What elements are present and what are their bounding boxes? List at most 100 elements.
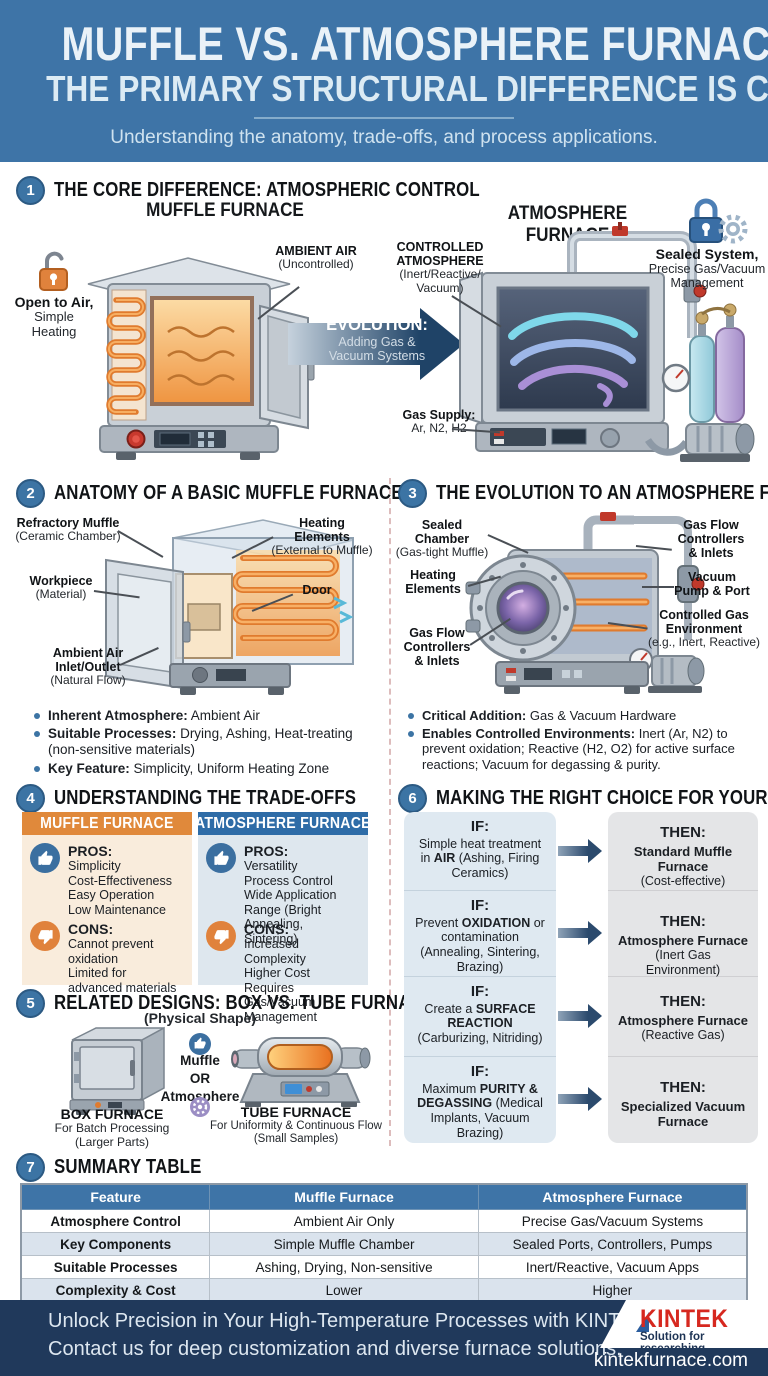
- controlled-gas-label: Controlled Gas Environment (e.g., Inert,…: [646, 608, 762, 650]
- cons-item: Cannot prevent oxidation: [68, 937, 154, 966]
- then-name: Atmosphere Furnace: [617, 932, 749, 948]
- box-furnace-illustration: [69, 1026, 165, 1115]
- section3-bullets: Critical Addition: Gas & Vacuum Hardware…: [408, 708, 760, 772]
- atmosphere-column-header: ATMOSPHERE FURNACE: [195, 812, 371, 835]
- section1-title: THE CORE DIFFERENCE: ATMOSPHERIC CONTROL: [54, 179, 480, 201]
- door-title: Door: [302, 583, 332, 597]
- controlled-atmosphere-title: CONTROLLED ATMOSPHERE: [396, 240, 484, 269]
- cons-item: Requires Gas/Vacuum Management: [244, 980, 317, 1024]
- flow-arrow-icon: [558, 839, 602, 863]
- muffle-column-body: PROS: Simplicity Cost-Effectiveness Easy…: [22, 835, 192, 995]
- vacuum-pump-label: Vacuum Pump & Port: [674, 570, 750, 598]
- mid-line-or: OR: [189, 1071, 211, 1087]
- bullet-text: Suitable Processes: Drying, Ashing, Heat…: [48, 726, 382, 758]
- ambient-air-callout-sub: (Uncontrolled): [278, 257, 354, 272]
- refractory-muffle-sub: (Ceramic Chamber): [15, 529, 121, 544]
- footer-line2: Contact us for deep customization and di…: [48, 1338, 622, 1360]
- then-cell-3: THEN: Atmosphere Furnace (Reactive Gas): [608, 976, 758, 1056]
- heating-elements3-title: Heating Elements: [405, 568, 461, 597]
- open-lock-caption: Open to Air, Simple Heating: [10, 294, 98, 340]
- evolution-sub: Adding Gas & Vacuum Systems: [328, 335, 426, 363]
- pros-label: PROS:: [244, 843, 289, 859]
- workpiece-label: Workpiece (Material): [24, 574, 98, 602]
- flow-arrow-icon: [558, 921, 602, 945]
- kintek-logo: KINTEK: [636, 1305, 736, 1334]
- then-sub: (Cost-effective): [640, 874, 726, 889]
- sealed-chamber-label: Sealed Chamber (Gas-tight Muffle): [394, 518, 490, 560]
- gas-flow-left-title: Gas Flow Controllers & Inlets: [403, 626, 471, 669]
- then-label: THEN:: [660, 824, 706, 841]
- summary-col-atmosphere: Atmosphere Furnace: [477, 1183, 748, 1210]
- section6-number-badge: 6: [398, 784, 427, 813]
- bullet-bold: Key Feature:: [48, 760, 130, 776]
- then-label: THEN:: [660, 1079, 706, 1096]
- bullet-rest: Drying, Ashing, Heat-treating (non-sensi…: [48, 726, 353, 758]
- if-text: Maximum: [422, 1081, 480, 1096]
- table-cell: Ashing, Drying, Non-sensitive: [209, 1255, 479, 1279]
- if-text: Create a: [424, 1001, 476, 1016]
- cons-item: Higher Cost: [244, 966, 310, 981]
- then-cell-2: THEN: Atmosphere Furnace (Inert Gas Envi…: [608, 890, 758, 977]
- then-name: Atmosphere Furnace: [617, 1012, 749, 1028]
- kintek-tagline: Solution for researching: [640, 1331, 706, 1355]
- if-label: IF:: [470, 818, 490, 835]
- then-name: Specialized Vacuum Furnace: [620, 1098, 746, 1130]
- header-divider: [254, 117, 514, 119]
- section5-title: RELATED DESIGNS: BOX VS. TUBE FURNACES: [54, 992, 446, 1014]
- bullet-rest: Simplicity, Uniform Heating Zone: [129, 760, 330, 776]
- physical-shape-subtitle: (Physical Shape): [143, 1010, 257, 1026]
- website-link[interactable]: kintekfurnace.com: [593, 1350, 748, 1371]
- bullet-item: Enables Controlled Environments: Inert (…: [408, 726, 760, 773]
- footer-banner: Unlock Precision in Your High-Temperatur…: [0, 1300, 768, 1376]
- bullet-rest: Gas & Vacuum Hardware: [526, 708, 677, 723]
- controlled-atmosphere-sub: (Inert/Reactive/ Vacuum): [399, 267, 481, 295]
- bullet-bold: Critical Addition:: [422, 708, 527, 723]
- box-furnace-title: BOX FURNACE: [60, 1106, 164, 1122]
- open-lock-caption-line3: Heating: [31, 324, 77, 340]
- if-label: IF:: [470, 1063, 490, 1080]
- section1-header: 1 THE CORE DIFFERENCE: ATMOSPHERIC CONTR…: [16, 176, 561, 205]
- thumbs-up-icon: [206, 843, 236, 873]
- muffle-pros-block: PROS: Simplicity Cost-Effectiveness Easy…: [30, 843, 172, 917]
- thumbs-up-icon: [30, 843, 60, 873]
- atmosphere-gear-icon: [190, 1097, 210, 1117]
- if-cell-2: IF: Prevent OXIDATION or contamination (…: [404, 890, 556, 976]
- atmosphere-furnace-illustration: [459, 222, 755, 462]
- atmosphere-pros-text: PROS: Versatility Process Control Wide A…: [244, 843, 356, 946]
- summary-col-muffle: Muffle Furnace: [209, 1183, 479, 1210]
- bullet-item: Suitable Processes: Drying, Ashing, Heat…: [34, 726, 382, 758]
- muffle-anatomy-illustration: [105, 519, 354, 695]
- section7-header: 7 SUMMARY TABLE: [16, 1153, 230, 1182]
- leader-line: [642, 586, 674, 588]
- then-name: Standard Muffle Furnace: [633, 843, 733, 875]
- cons-item: Increased Complexity: [244, 937, 306, 966]
- if-cell-1: IF: Simple heat treatment in AIR (Ashing…: [404, 812, 556, 890]
- if-text: Simple heat treatment in: [418, 836, 542, 866]
- section7-number-badge: 7: [16, 1153, 45, 1182]
- bullet-dot: [34, 713, 40, 719]
- pros-label: PROS:: [68, 843, 113, 859]
- workpiece-sub: (Material): [35, 587, 87, 602]
- if-text: (Carburizing, Nitriding): [417, 1031, 543, 1046]
- gas-supply-label: Gas Supply: Ar, N2, H2: [398, 408, 480, 436]
- if-text: or contamination (Annealing, Sintering, …: [420, 915, 545, 974]
- atmosphere-cons-block: CONS: Increased Complexity Higher Cost R…: [206, 921, 356, 1024]
- muffle-or-thumb-icon: [189, 1033, 211, 1055]
- thumbs-down-icon: [30, 921, 60, 951]
- muffle-furnace-label: MUFFLE FURNACE: [146, 200, 304, 221]
- summary-table: Feature Muffle Furnace Atmosphere Furnac…: [20, 1183, 748, 1303]
- bullet-rest: Ambient Air: [187, 708, 260, 723]
- section3-title: THE EVOLUTION TO AN ATMOSPHERE FURNACE: [436, 482, 768, 504]
- atmosphere-pros-block: PROS: Versatility Process Control Wide A…: [206, 843, 356, 946]
- atmosphere-column-body: PROS: Versatility Process Control Wide A…: [198, 835, 368, 1024]
- pros-item: Easy Operation: [68, 888, 155, 903]
- sealed-chamber-title: Sealed Chamber: [414, 518, 470, 547]
- if-cell-4: IF: Maximum PURITY & DEGASSING (Medical …: [404, 1056, 556, 1143]
- ambient-inlet-label: Ambient Air Inlet/Outlet (Natural Flow): [36, 646, 140, 688]
- tube-furnace-title: TUBE FURNACE: [240, 1104, 352, 1120]
- muffle-furnace-illustration: [87, 257, 315, 460]
- atmosphere-column-header-text: ATMOSPHERE FURNACE: [195, 814, 371, 832]
- section4-title: UNDERSTANDING THE TRADE-OFFS: [54, 787, 357, 809]
- tube-furnace-line1: For Uniformity & Continuous Flow: [210, 1120, 382, 1133]
